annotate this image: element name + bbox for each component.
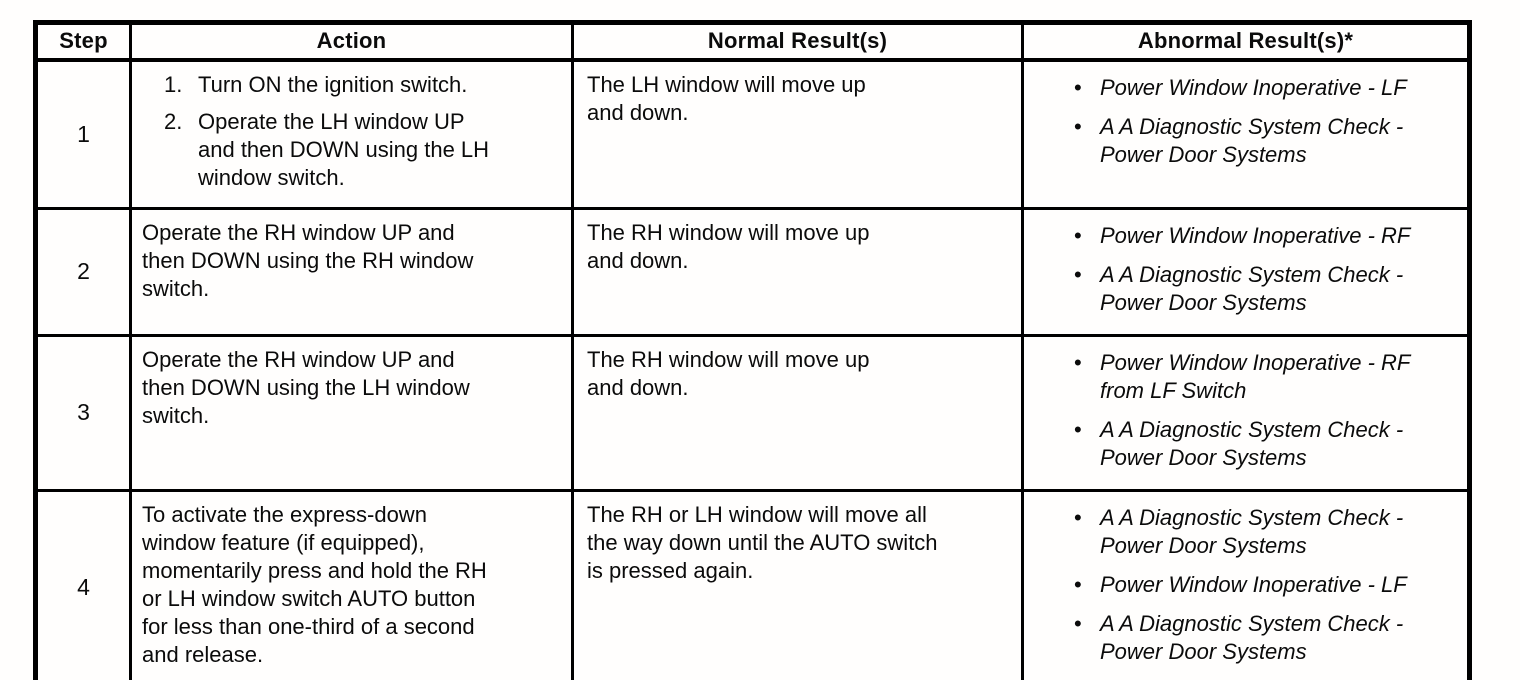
normal-result-cell: The RH window will move up and down. bbox=[571, 206, 1024, 337]
action-cell: 1. Turn ON the ignition switch. 2. Operate … bbox=[129, 58, 574, 210]
abnormal-result-cell: • A A Diagnostic System Check - Power Doo… bbox=[1021, 488, 1471, 680]
step-cell: 3 bbox=[34, 333, 132, 492]
column-header: Action bbox=[129, 21, 574, 62]
action-cell: Operate the RH window UP and then DOWN u… bbox=[129, 206, 574, 337]
action-text: Operate the RH window UP and then DOWN u… bbox=[142, 346, 470, 428]
action-text: Operate the RH window UP and then DOWN u… bbox=[142, 219, 474, 301]
bullet-icon: • bbox=[1074, 416, 1082, 442]
table-row: 1 1. Turn ON the ignition switch. 2. Operate… bbox=[34, 58, 1471, 210]
bullet-icon: • bbox=[1074, 610, 1082, 636]
abnormal-result-list: • Power Window Inoperative - RF • A A Diagn… bbox=[1026, 222, 1460, 317]
normal-result-text: The LH window will move up and down. bbox=[587, 71, 866, 125]
abnormal-result-item: • A A Diagnostic System Check - Power Doo… bbox=[1074, 504, 1453, 560]
abnormal-result-list: • Power Window Inoperative - LF • A A Diagn… bbox=[1026, 74, 1460, 169]
normal-result-text: The RH window will move up and down. bbox=[587, 346, 870, 400]
normal-result-cell: The RH window will move up and down. bbox=[571, 333, 1024, 492]
bullet-icon: • bbox=[1074, 571, 1082, 597]
abnormal-item-text: A A Diagnostic System Check - Power Door… bbox=[1100, 610, 1404, 664]
abnormal-result-cell: • Power Window Inoperative - RF from LF S… bbox=[1021, 333, 1471, 492]
table-body: 1 1. Turn ON the ignition switch. 2. Operate… bbox=[34, 58, 1471, 680]
bullet-icon: • bbox=[1074, 261, 1082, 287]
normal-result-cell: The RH or LH window will move all the wa… bbox=[571, 488, 1024, 680]
abnormal-result-item: • Power Window Inoperative - RF bbox=[1074, 222, 1453, 250]
bullet-icon: • bbox=[1074, 349, 1082, 375]
abnormal-result-list: • A A Diagnostic System Check - Power Doo… bbox=[1026, 504, 1460, 666]
normal-result-cell: The LH window will move up and down. bbox=[571, 58, 1024, 210]
abnormal-result-item: • Power Window Inoperative - RF from LF S… bbox=[1074, 349, 1453, 405]
step-cell: 1 bbox=[34, 58, 132, 210]
column-header: Step bbox=[34, 21, 132, 62]
abnormal-item-text: A A Diagnostic System Check - Power Door… bbox=[1100, 113, 1404, 167]
abnormal-result-item: • A A Diagnostic System Check - Power Doo… bbox=[1074, 113, 1453, 169]
abnormal-result-item: • A A Diagnostic System Check - Power Doo… bbox=[1074, 610, 1453, 666]
abnormal-result-item: • Power Window Inoperative - LF bbox=[1074, 74, 1453, 102]
column-header: Abnormal Result(s)* bbox=[1021, 21, 1471, 62]
abnormal-item-text: Power Window Inoperative - LF bbox=[1100, 571, 1407, 597]
action-cell: To activate the express-down window feat… bbox=[129, 488, 574, 680]
action-item-text: Turn ON the ignition switch. bbox=[198, 71, 468, 97]
bullet-icon: • bbox=[1074, 74, 1082, 100]
abnormal-result-cell: • Power Window Inoperative - LF • A A Diagn… bbox=[1021, 58, 1471, 210]
step-cell: 4 bbox=[34, 488, 132, 680]
action-numbered-item: 1. Turn ON the ignition switch. bbox=[142, 71, 563, 99]
abnormal-result-item: • Power Window Inoperative - LF bbox=[1074, 571, 1453, 599]
abnormal-result-list: • Power Window Inoperative - RF from LF S… bbox=[1026, 349, 1460, 472]
action-numbered-item: 2. Operate the LH window UP and then DOWN… bbox=[142, 108, 563, 192]
bullet-icon: • bbox=[1074, 113, 1082, 139]
abnormal-result-item: • A A Diagnostic System Check - Power Doo… bbox=[1074, 261, 1453, 317]
abnormal-item-text: A A Diagnostic System Check - Power Door… bbox=[1100, 504, 1404, 558]
action-cell: Operate the RH window UP and then DOWN u… bbox=[129, 333, 574, 492]
abnormal-result-cell: • Power Window Inoperative - RF • A A Diagn… bbox=[1021, 206, 1471, 337]
abnormal-result-item: • A A Diagnostic System Check - Power Doo… bbox=[1074, 416, 1453, 472]
abnormal-item-text: A A Diagnostic System Check - Power Door… bbox=[1100, 261, 1404, 315]
abnormal-item-text: Power Window Inoperative - RF bbox=[1100, 222, 1411, 248]
action-item-number: 2. bbox=[164, 108, 183, 134]
bullet-icon: • bbox=[1074, 504, 1082, 530]
action-item-text: Operate the LH window UP and then DOWN u… bbox=[198, 108, 490, 190]
abnormal-item-text: Power Window Inoperative - LF bbox=[1100, 74, 1407, 100]
column-header: Normal Result(s) bbox=[571, 21, 1024, 62]
normal-result-text: The RH or LH window will move all the wa… bbox=[587, 501, 938, 583]
abnormal-item-text: A A Diagnostic System Check - Power Door… bbox=[1100, 416, 1404, 470]
action-item-number: 1. bbox=[164, 71, 183, 97]
action-text: To activate the express-down window feat… bbox=[142, 501, 487, 667]
step-cell: 2 bbox=[34, 206, 132, 337]
bullet-icon: • bbox=[1074, 222, 1082, 248]
normal-result-text: The RH window will move up and down. bbox=[587, 219, 870, 273]
abnormal-item-text: Power Window Inoperative - RF from LF Sw… bbox=[1100, 349, 1411, 403]
